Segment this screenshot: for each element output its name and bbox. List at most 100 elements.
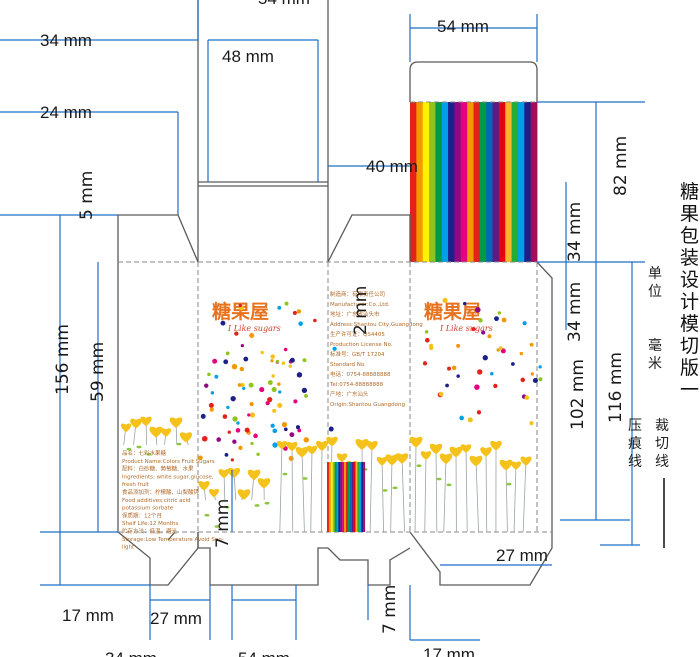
stripe	[441, 102, 449, 262]
dim-34-bottom: 34 mm	[105, 649, 157, 657]
candy-dot	[538, 365, 542, 369]
legend-unit-label: 单位	[648, 266, 662, 300]
candy-dot	[265, 400, 270, 406]
info-line: Origin:Shantou Guangdong	[330, 402, 405, 408]
stem	[475, 459, 479, 533]
dust-flap-left	[117, 214, 199, 263]
candy-dot	[240, 343, 244, 348]
candy-dot	[477, 369, 483, 375]
heart-flower	[499, 459, 513, 471]
candy-dot	[278, 390, 282, 394]
dim-59: 59 mm	[88, 342, 108, 402]
candy-dot	[272, 408, 277, 413]
candy-dot	[238, 445, 243, 450]
candy-dot	[301, 387, 308, 394]
heart-flower	[209, 488, 219, 498]
stem	[435, 447, 438, 533]
info-line: 制造商：有限责任公司	[330, 290, 385, 298]
barcode-stripe	[353, 462, 356, 532]
brand-left: 糖果屋 I Like sugars	[212, 300, 281, 333]
candy-dot	[231, 363, 238, 370]
info-line: Production License No.	[330, 342, 393, 348]
stripe	[448, 102, 455, 262]
heart-flower	[227, 467, 241, 479]
candy-dot	[249, 412, 256, 418]
stripe	[422, 102, 430, 262]
info-line: fresh fruit	[122, 482, 150, 488]
leaf	[302, 477, 308, 480]
info-line: Tel:0754-88888888	[329, 382, 384, 388]
legend-unit-value: 毫米	[648, 337, 662, 372]
candy-dot	[467, 417, 473, 423]
heart-flower	[237, 489, 251, 500]
heart-flower	[179, 432, 193, 443]
candy-dot	[284, 301, 289, 306]
barcode-stripe	[342, 462, 345, 532]
candy-dot	[429, 343, 434, 348]
stripe	[410, 102, 417, 262]
heart-flower	[218, 469, 230, 479]
dim-156: 156 mm	[53, 324, 73, 395]
info-line: Product Name:Colors Fruit Sugars	[122, 459, 215, 465]
candy-dot	[288, 455, 294, 461]
candy-dot	[532, 377, 538, 384]
info-line: Address:Shantou City,Guangdong	[330, 322, 423, 328]
heart-flower	[277, 441, 287, 450]
info-panel-center: 制造商：有限责任公司Manufacturer:Co.,Ltd.地址：广东省汕头市…	[329, 290, 423, 408]
candy-dot	[487, 334, 492, 339]
barcode-stripe	[332, 462, 335, 532]
stem	[505, 463, 508, 533]
candy-dot	[296, 372, 303, 378]
candy-dot	[232, 439, 237, 444]
info-line: Manufacturer:Co.,Ltd.	[330, 302, 390, 308]
candy-dot	[481, 330, 486, 335]
candy-dot	[475, 307, 481, 313]
barcode-stripe	[363, 462, 366, 532]
dim-24: 24 mm	[40, 103, 92, 122]
candy-dot	[328, 426, 334, 432]
heart-flower	[480, 447, 492, 457]
heart-flower	[247, 469, 261, 481]
heart-flower	[169, 417, 183, 428]
stripe	[460, 102, 468, 262]
candy-dot	[445, 383, 449, 388]
barcode-stripes	[327, 462, 366, 532]
candy-dot	[253, 433, 258, 439]
leaf	[146, 452, 152, 456]
info-line: 食品添加剂：柠檬酸、山梨酸钾	[122, 488, 200, 496]
candy-dot	[538, 377, 543, 382]
info-line: 保质期：12个月	[122, 511, 162, 519]
candy-dot	[497, 311, 502, 315]
heart-flower	[257, 478, 271, 489]
info-line: 配料：白砂糖、葡萄糖、水果	[122, 465, 194, 473]
stripe	[479, 102, 487, 262]
candy-dot	[304, 393, 308, 398]
barcode-stripe	[361, 462, 364, 532]
candy-dot	[456, 343, 461, 348]
candy-dot	[198, 455, 203, 461]
candy-dot	[216, 437, 221, 442]
heart-flower	[286, 441, 298, 452]
dim-48: 48 mm	[222, 47, 274, 66]
barcode-stripe	[328, 462, 331, 532]
candy-dot	[298, 321, 303, 326]
heart-flower	[439, 453, 453, 465]
candy-dot	[267, 380, 273, 385]
candy-dot	[243, 356, 249, 362]
dim-27-bottom: 27 mm	[150, 609, 202, 628]
leaf	[282, 472, 288, 476]
info-line: Storage:Low Temperature Avoid Sun-	[122, 537, 224, 543]
candy-dot	[438, 391, 444, 397]
leaf	[204, 513, 210, 517]
barcode-stripe	[347, 462, 350, 532]
candy-dot	[293, 399, 298, 404]
candy-dot	[522, 321, 527, 326]
candy-dot	[244, 427, 250, 433]
bottom-flap-5	[167, 531, 199, 548]
stripe	[511, 102, 519, 262]
candy-dot	[256, 452, 260, 457]
candy-dot	[302, 358, 307, 363]
stem	[381, 460, 384, 533]
stripe	[530, 102, 538, 262]
